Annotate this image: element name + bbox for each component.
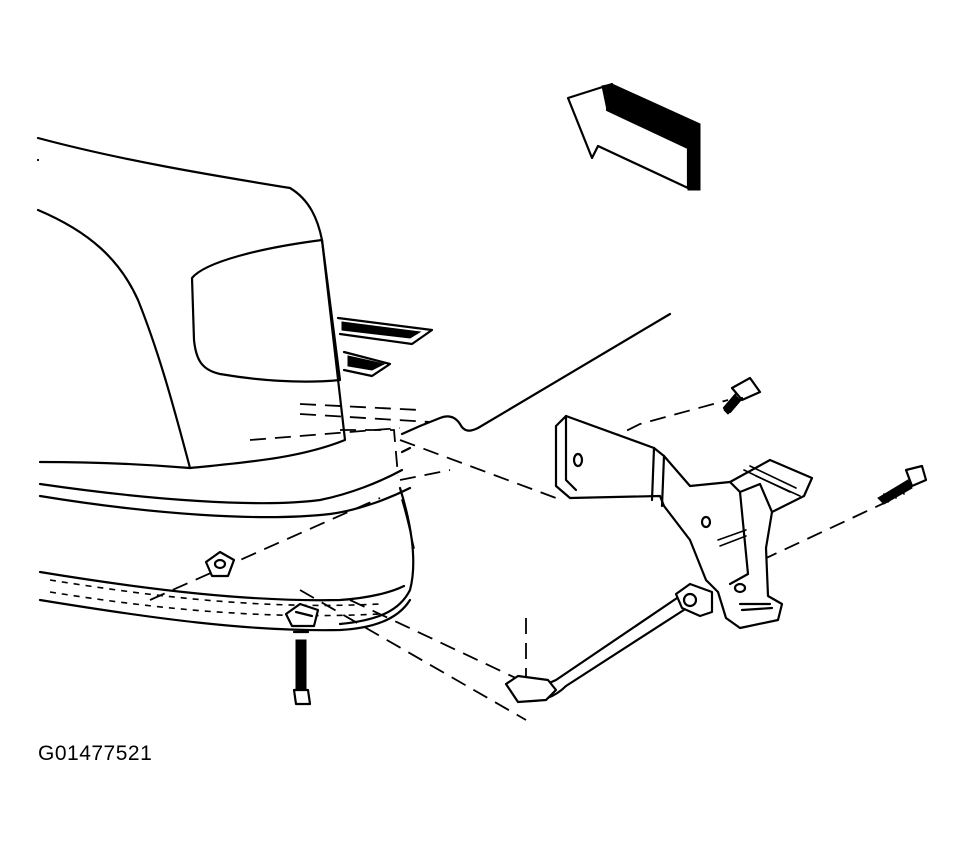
bolt-icon <box>292 630 312 706</box>
frame-rail <box>400 312 672 454</box>
bumper-fascia <box>38 468 415 632</box>
direction-arrow-icon <box>566 82 701 191</box>
fender-body <box>36 136 347 470</box>
assembly-guide-lines <box>149 399 896 721</box>
nut-icon <box>284 602 320 628</box>
body-trim-strips <box>336 316 434 378</box>
brace-rod <box>504 582 714 704</box>
figure-id-label: G01477521 <box>38 742 153 765</box>
mounting-bracket <box>554 414 814 630</box>
nut-icon <box>204 550 236 578</box>
bolt-icon <box>877 464 928 505</box>
bolt-icon <box>722 376 762 415</box>
